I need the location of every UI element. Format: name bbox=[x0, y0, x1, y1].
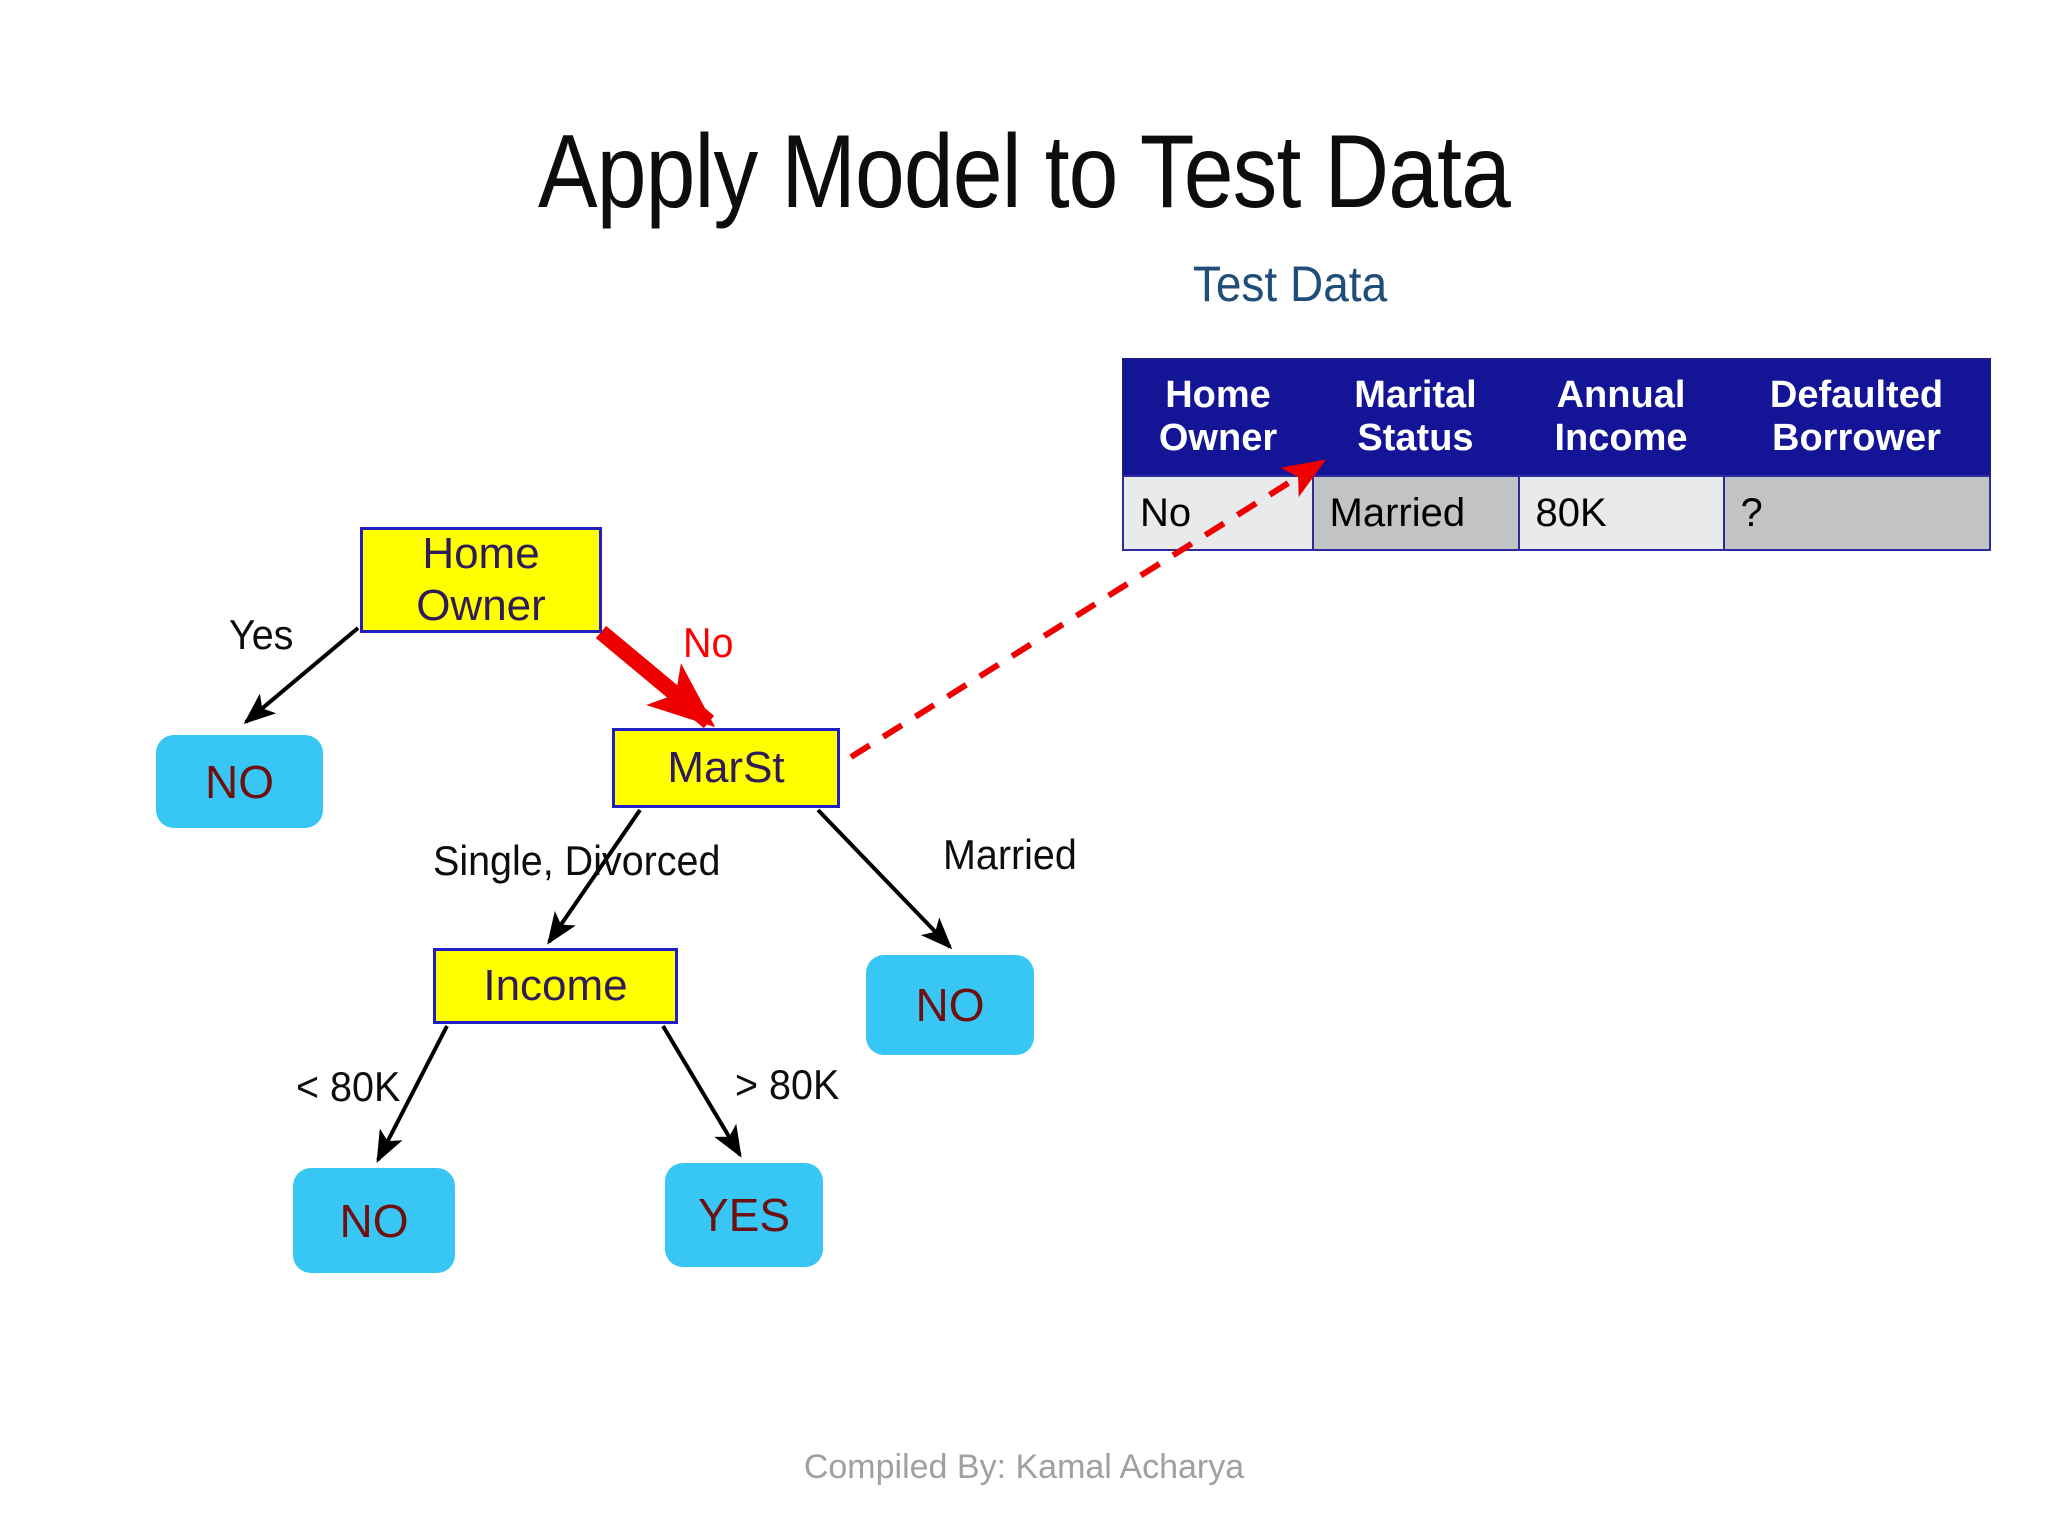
edge-label-single-divorced: Single, Divorced bbox=[433, 837, 721, 884]
table-row: No Married 80K ? bbox=[1122, 475, 1991, 552]
column-header-marital-status: Marital Status bbox=[1312, 358, 1519, 477]
tree-node-income[interactable]: Income bbox=[433, 948, 678, 1024]
page-title: Apply Model to Test Data bbox=[537, 114, 1511, 230]
cell-home-owner: No bbox=[1122, 475, 1314, 552]
edge-label-no: No bbox=[683, 619, 734, 666]
test-data-table: Home Owner Marital Status Annual Income … bbox=[1122, 358, 1991, 552]
column-header-annual-income: Annual Income bbox=[1518, 358, 1724, 477]
edge-label-lt-80k: < 80K bbox=[296, 1063, 401, 1110]
tree-leaf-no-married[interactable]: NO bbox=[866, 955, 1034, 1055]
tree-node-marst[interactable]: MarSt bbox=[612, 728, 840, 808]
tree-leaf-no-lt80k[interactable]: NO bbox=[293, 1168, 455, 1273]
cell-annual-income: 80K bbox=[1517, 475, 1725, 552]
edge-label-gt-80k: > 80K bbox=[735, 1061, 840, 1108]
column-header-defaulted-borrower: Defaulted Borrower bbox=[1723, 358, 1991, 477]
column-header-home-owner: Home Owner bbox=[1122, 358, 1313, 477]
edge-label-married: Married bbox=[943, 831, 1077, 878]
cell-marital-status: Married bbox=[1311, 475, 1520, 552]
cell-defaulted-borrower: ? bbox=[1722, 475, 1991, 552]
tree-leaf-yes-gt80k[interactable]: YES bbox=[665, 1163, 823, 1267]
tree-node-home-owner[interactable]: Home Owner bbox=[360, 527, 602, 633]
footer-credit: Compiled By: Kamal Acharya bbox=[803, 1448, 1245, 1486]
tree-leaf-no-homeowner-yes[interactable]: NO bbox=[156, 735, 323, 828]
edge-marst-married bbox=[816, 808, 953, 950]
edge-label-yes: Yes bbox=[229, 611, 294, 658]
edge-income-gt80k bbox=[661, 1024, 742, 1158]
table-header-row: Home Owner Marital Status Annual Income … bbox=[1122, 358, 1991, 477]
test-data-subtitle: Test Data bbox=[1192, 256, 1388, 312]
